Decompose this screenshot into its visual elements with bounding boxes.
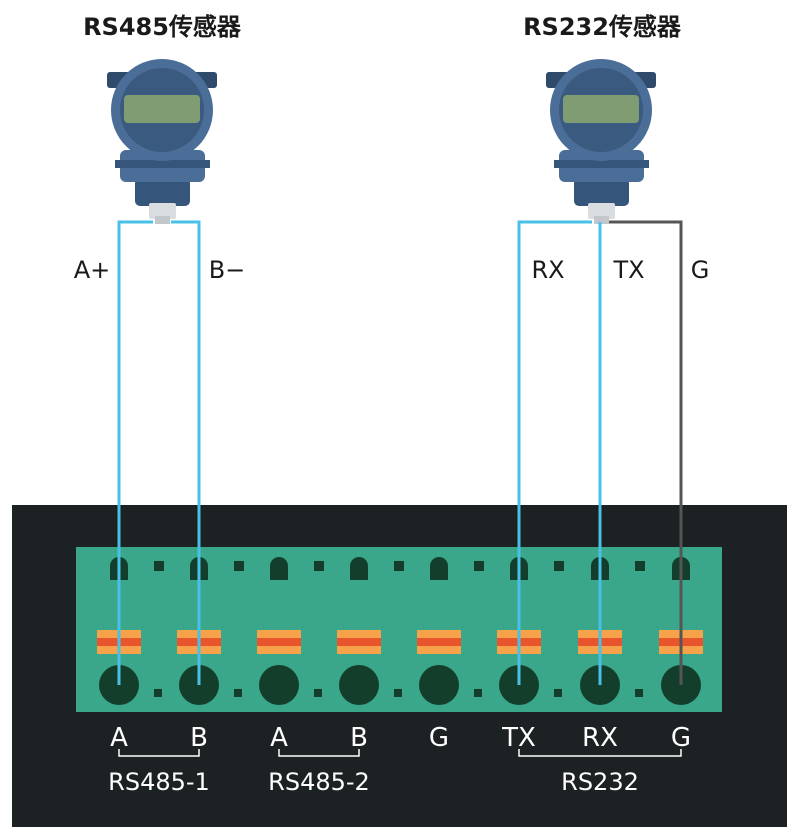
- terminal-small-square: [154, 689, 162, 697]
- terminal-label-rs232-rx: RX: [582, 723, 618, 753]
- terminal-latch-square: [314, 561, 324, 571]
- wire-label-g: G: [691, 256, 710, 284]
- wire-rs232-rx: [517, 220, 592, 685]
- terminal-screw-icon: [419, 665, 459, 705]
- group-label-rs485-1: RS485-1: [108, 768, 210, 796]
- terminal-latch-square: [635, 561, 645, 571]
- terminal-latch-icon: [430, 557, 448, 580]
- terminal-labels: A B A B G TX RX G: [110, 723, 691, 753]
- terminal-latch-square: [394, 561, 404, 571]
- rs485-sensor-title: RS485传感器: [83, 13, 242, 41]
- terminal-small-square: [474, 689, 482, 697]
- group-brackets: [118, 749, 682, 757]
- terminal-label-rs485-2-b: B: [350, 723, 368, 753]
- terminal-label-rs485-2-a: A: [270, 723, 288, 753]
- terminal-label-rs485-1-a: A: [110, 723, 128, 753]
- bracket-rs232: [518, 749, 682, 757]
- bracket-rs485-1: [118, 749, 200, 757]
- bracket-rs485-2: [278, 749, 360, 757]
- rs485-sensor-pressure-transmitter-icon: [107, 59, 217, 224]
- terminal-latch-square: [554, 561, 564, 571]
- wire-rs485-a: [117, 220, 153, 685]
- rs232-sensor-pressure-transmitter-icon: [546, 59, 656, 224]
- terminal-block: [76, 547, 722, 712]
- wire-rs485-b: [171, 220, 201, 685]
- group-labels: RS485-1 RS485-2 RS232: [108, 768, 639, 796]
- terminal-latch-square: [154, 561, 164, 571]
- terminal-latch-square: [234, 561, 244, 571]
- terminal-latch-square: [474, 561, 484, 571]
- terminal-label-g: G: [429, 723, 449, 753]
- wire-label-rx: RX: [531, 256, 564, 284]
- wire-label-a-plus: A+: [74, 256, 111, 284]
- terminal-latch-icon: [270, 557, 288, 580]
- rs485-sensor-display: [124, 95, 200, 123]
- terminal-spring-stripe: [417, 638, 461, 646]
- rs232-sensor-display: [563, 95, 639, 123]
- group-label-rs485-2: RS485-2: [268, 768, 370, 796]
- group-label-rs232: RS232: [561, 768, 639, 796]
- terminal-label-rs232-tx: TX: [501, 723, 536, 753]
- terminal-screw-icon: [259, 665, 299, 705]
- rs232-sensor-title: RS232传感器: [523, 13, 682, 41]
- terminal-label-rs232-g: G: [671, 723, 691, 753]
- wires: [117, 220, 683, 685]
- wire-rs232-g: [609, 220, 683, 685]
- terminal-small-square: [314, 689, 322, 697]
- terminal-small-square: [394, 689, 402, 697]
- terminal-small-square: [635, 689, 643, 697]
- terminal-latch-icon: [350, 557, 368, 580]
- wire-label-b-minus: B−: [209, 256, 246, 284]
- terminal-spring-stripe: [257, 638, 301, 646]
- terminal-small-square: [234, 689, 242, 697]
- terminal-small-square: [554, 689, 562, 697]
- wire-label-tx: TX: [612, 256, 644, 284]
- terminal-label-rs485-1-b: B: [190, 723, 208, 753]
- terminal-screw-icon: [339, 665, 379, 705]
- terminal-spring-stripe: [337, 638, 381, 646]
